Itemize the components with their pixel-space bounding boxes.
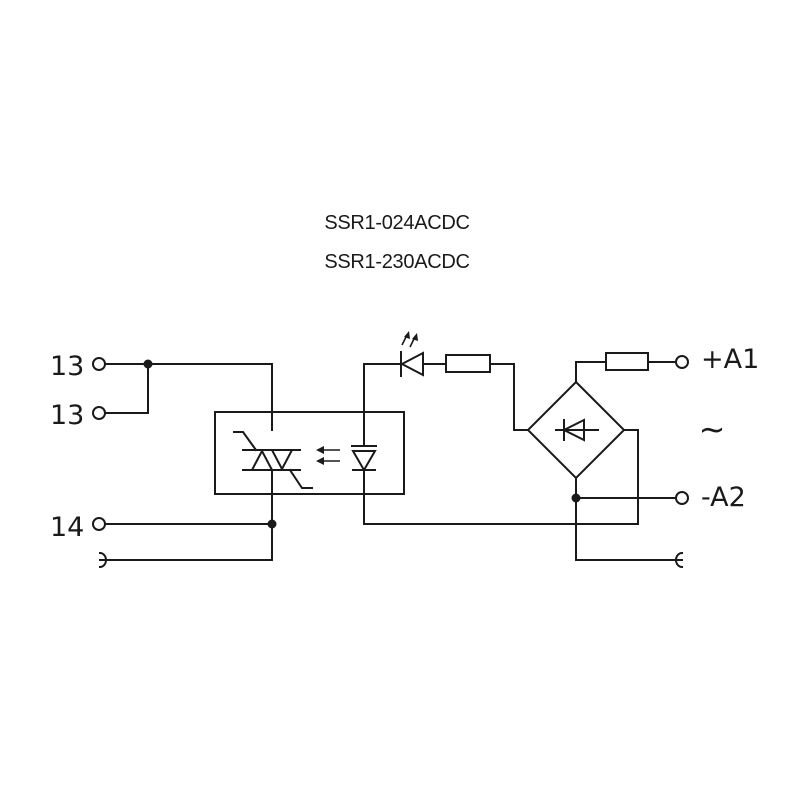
model-name-1: SSR1-024ACDC [324, 212, 469, 234]
bridge-rectifier-icon [526, 380, 626, 480]
terminal-13-bottom[interactable] [92, 406, 106, 420]
terminal-13-top[interactable] [92, 357, 106, 371]
ac-dc-symbol: ~ [699, 410, 726, 448]
light-coupling-arrows-icon [316, 446, 340, 465]
terminal-plus-a1[interactable] [675, 355, 689, 369]
terminal-label-minus-a2: -A2 [701, 482, 746, 513]
led-icon [399, 331, 424, 377]
resistor-a1-icon [605, 352, 649, 371]
terminal-minus-a2[interactable] [675, 491, 689, 505]
photodiode-icon [351, 445, 377, 472]
terminal-label-13-bottom: 13 [50, 400, 84, 431]
resistor-input-icon [445, 354, 491, 373]
terminal-label-plus-a1: +A1 [701, 344, 759, 375]
bridge-hook-left [98, 551, 107, 569]
terminal-label-13-top: 13 [50, 351, 84, 382]
output-circuit [99, 363, 273, 561]
input-circuit [363, 361, 683, 561]
optocoupler-box [214, 411, 405, 495]
junction-dot-13 [143, 359, 153, 369]
terminal-label-14: 14 [50, 512, 84, 543]
model-name-2: SSR1-230ACDC [324, 251, 469, 273]
junction-dot-14 [267, 519, 277, 529]
triac-icon [233, 431, 313, 489]
terminal-14[interactable] [92, 517, 106, 531]
